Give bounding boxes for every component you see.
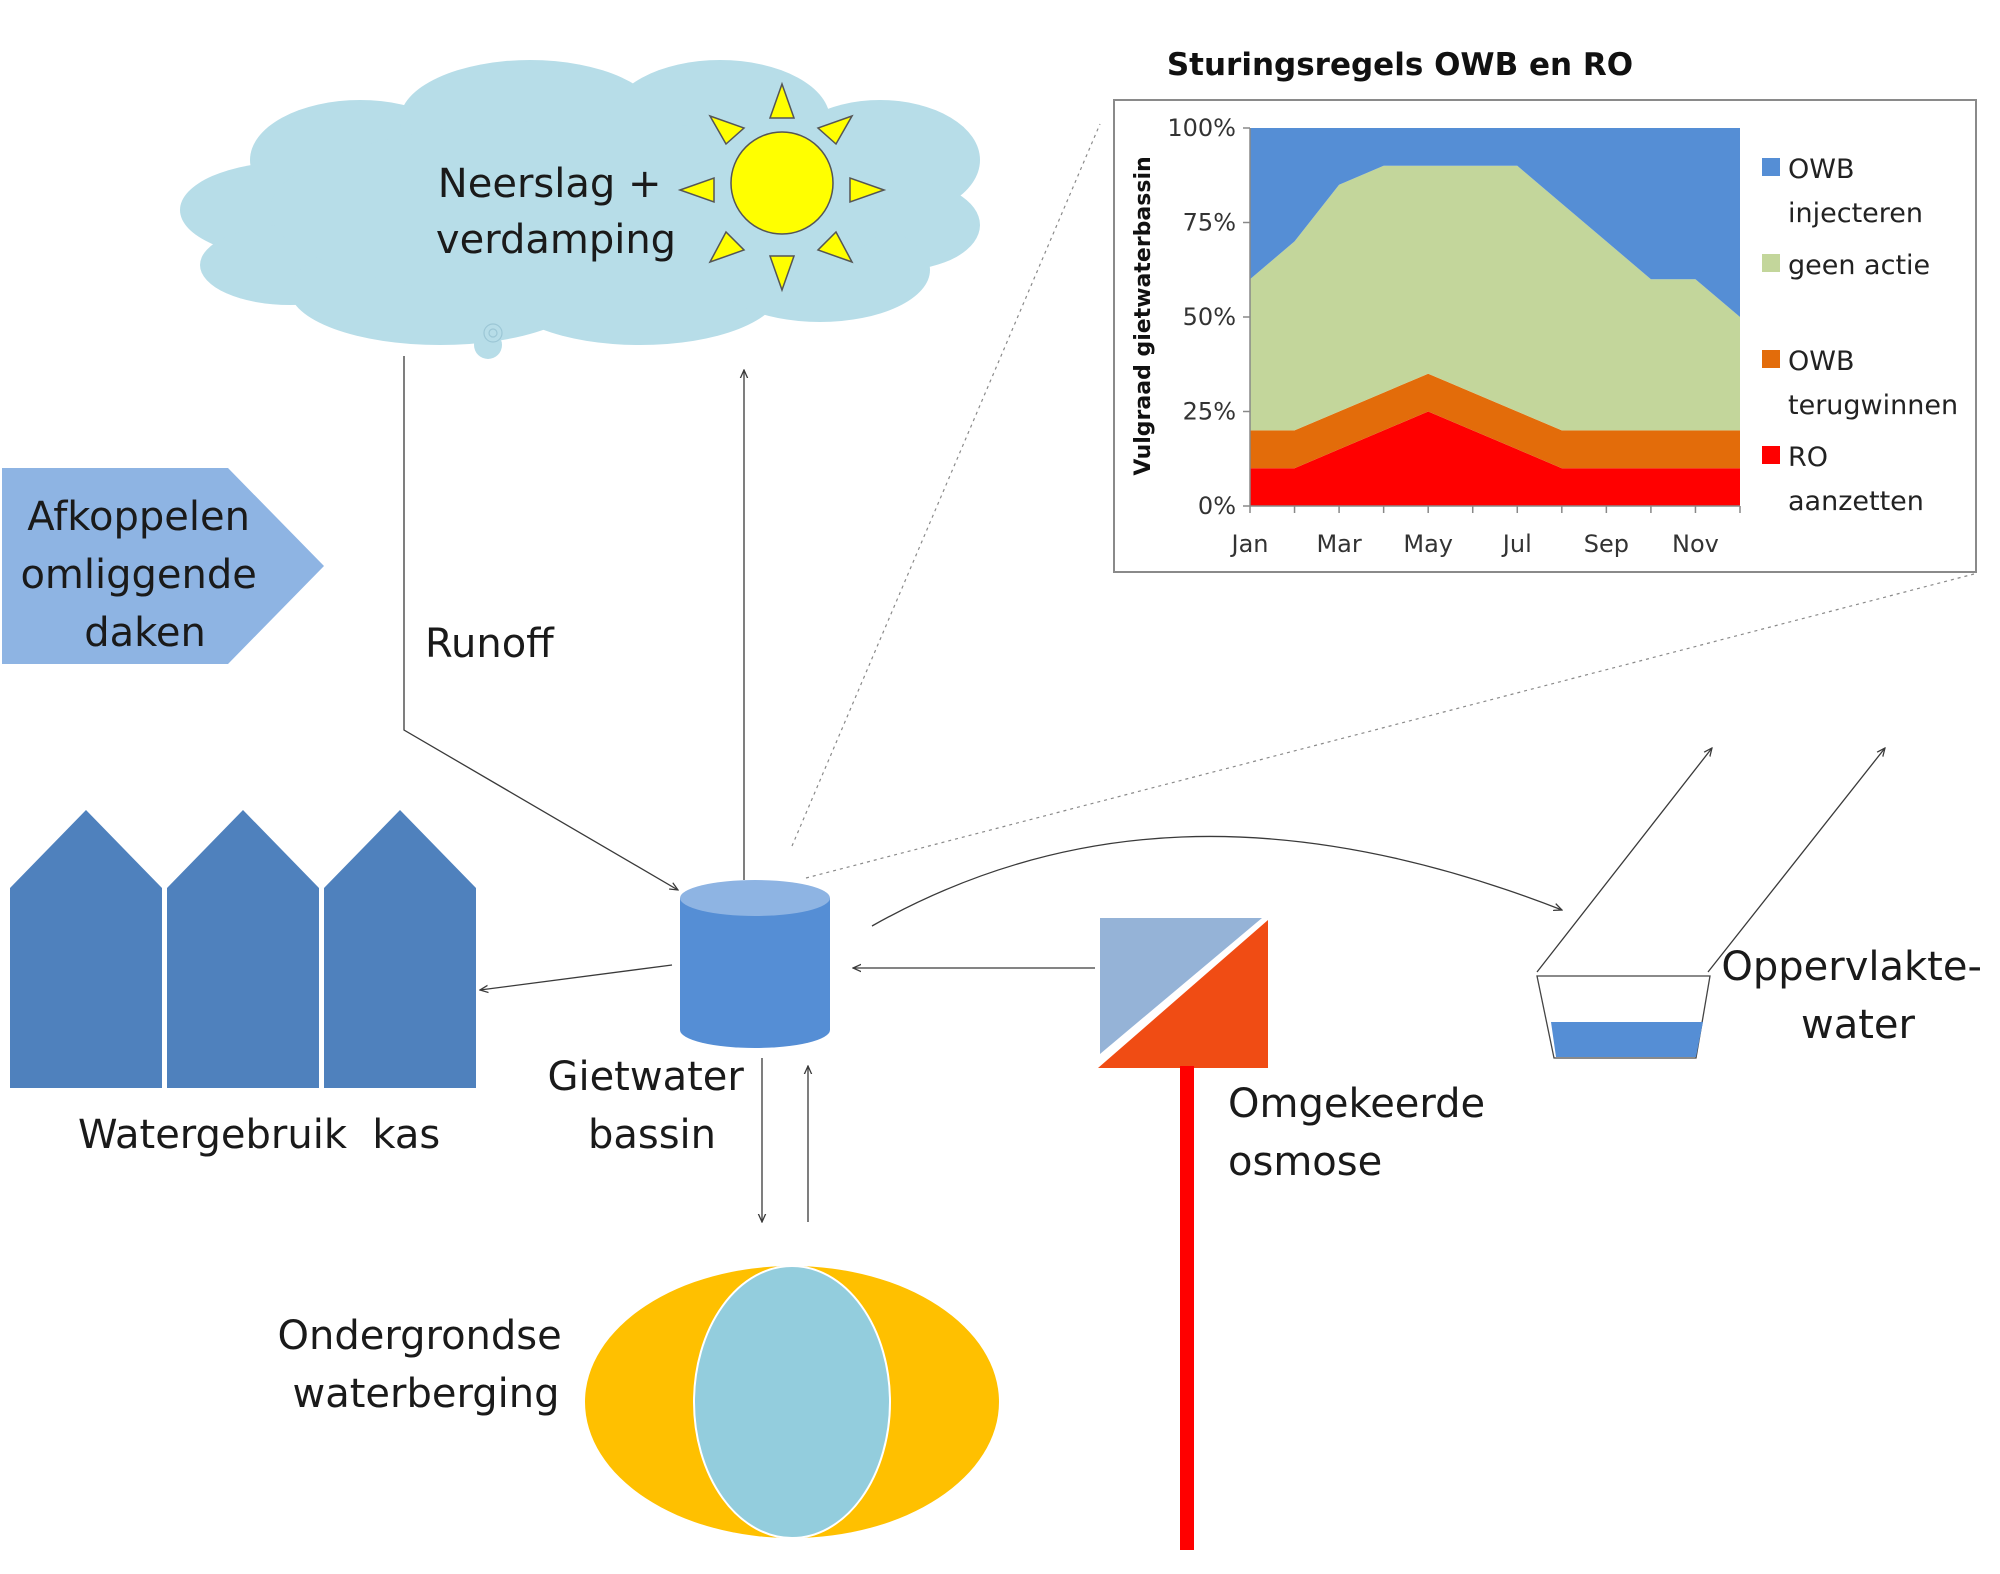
x-tick-label: Sep xyxy=(1584,530,1629,558)
x-tick-label: Mar xyxy=(1316,530,1361,558)
legend-label: geen actie xyxy=(1788,250,1930,281)
legend-swatch xyxy=(1762,350,1780,368)
svg-text:Ondergrondse waterberging: Ondergrondse waterberging xyxy=(278,1313,575,1417)
surface-label-line2: water xyxy=(1801,1002,1916,1048)
y-tick-label: 75% xyxy=(1183,209,1236,237)
area-owb-terugwinnen xyxy=(1250,373,1740,469)
surface-inflow-arrow-right xyxy=(1707,748,1885,973)
legend-label: OWB xyxy=(1788,154,1854,185)
underground-storage-icon xyxy=(585,1265,999,1539)
legend-label: OWB xyxy=(1788,346,1854,377)
surface-inflow-arrow-left xyxy=(1536,748,1712,973)
legend-swatch xyxy=(1762,254,1780,272)
basin-icon xyxy=(680,880,830,1048)
svg-text:Neerslag + verdamping: Neerslag + verdamping xyxy=(436,161,676,263)
svg-text:Afkoppelen omliggende: Afkoppelen omliggende daken xyxy=(20,494,269,656)
y-tick-label: 25% xyxy=(1183,398,1236,426)
basin-to-greenhouse-arrow xyxy=(480,964,673,990)
disconnect-label-line3: daken xyxy=(84,610,206,656)
legend-label: RO xyxy=(1788,442,1828,473)
basin-label-line1: Gietwater xyxy=(547,1054,744,1100)
legend-label: injecteren xyxy=(1788,198,1923,229)
x-tick-label: Jul xyxy=(1501,530,1532,558)
weather-label-line2: verdamping xyxy=(436,217,676,263)
ro-label-line1: Omgekeerde xyxy=(1228,1081,1485,1127)
svg-text:Omgekeerde osmose: Omgekeerde osmose xyxy=(1228,1081,1498,1185)
surface-water-icon xyxy=(1536,975,1711,1059)
x-tick-label: Jan xyxy=(1230,530,1269,558)
sun-icon xyxy=(677,81,887,293)
reverse-osmosis-icon xyxy=(1098,918,1268,1550)
surface-label-line1: Oppervlakte- xyxy=(1721,944,1982,990)
y-tick-label: 50% xyxy=(1183,303,1236,331)
legend-swatch xyxy=(1762,158,1780,176)
runoff-label: Runoff xyxy=(425,621,555,667)
basin-label-line2: bassin xyxy=(588,1112,716,1158)
y-tick-label: 0% xyxy=(1198,492,1236,520)
cloud-icon xyxy=(180,60,980,359)
legend-label: aanzetten xyxy=(1788,486,1924,517)
basin-to-surface-arrow xyxy=(871,835,1562,927)
runoff-arrow xyxy=(403,356,678,890)
chart-title: Sturingsregels OWB en RO xyxy=(1167,47,1633,83)
weather-label-line1: Neerslag + xyxy=(438,161,662,207)
area-geen-actie xyxy=(1250,165,1740,431)
x-tick-label: Nov xyxy=(1672,530,1719,558)
disconnect-label-line1: Afkoppelen xyxy=(27,494,250,540)
greenhouse-label: Watergebruik kas xyxy=(78,1112,440,1158)
legend-label: terugwinnen xyxy=(1788,390,1958,421)
ro-label-line2: osmose xyxy=(1228,1139,1382,1185)
control-rules-chart: Sturingsregels OWB en RO Vulgraad gietwa… xyxy=(1113,47,1977,573)
chart-callout-line-right xyxy=(805,573,1975,879)
y-tick-label: 100% xyxy=(1167,114,1236,142)
chart-callout-line-left xyxy=(791,123,1101,847)
x-tick-label: May xyxy=(1403,530,1453,558)
svg-text:Gietwater bassin: Gietwater bassin xyxy=(547,1054,756,1158)
disconnect-roofs-arrow-shape xyxy=(2,468,324,664)
legend-swatch xyxy=(1762,446,1780,464)
underground-label-line1: Ondergrondse xyxy=(278,1313,562,1359)
chart-y-axis-label: Vulgraad gietwaterbassin xyxy=(1131,156,1156,475)
area-owb-injecteren xyxy=(1250,128,1740,317)
underground-label-line2: waterberging xyxy=(293,1371,560,1417)
area-ro-aanzetten xyxy=(1250,411,1740,506)
svg-text:Oppervlakte- water: Oppervlakte- water xyxy=(1721,944,1994,1048)
disconnect-label-line2: omliggende xyxy=(20,552,256,598)
greenhouse-icon xyxy=(10,810,476,1088)
